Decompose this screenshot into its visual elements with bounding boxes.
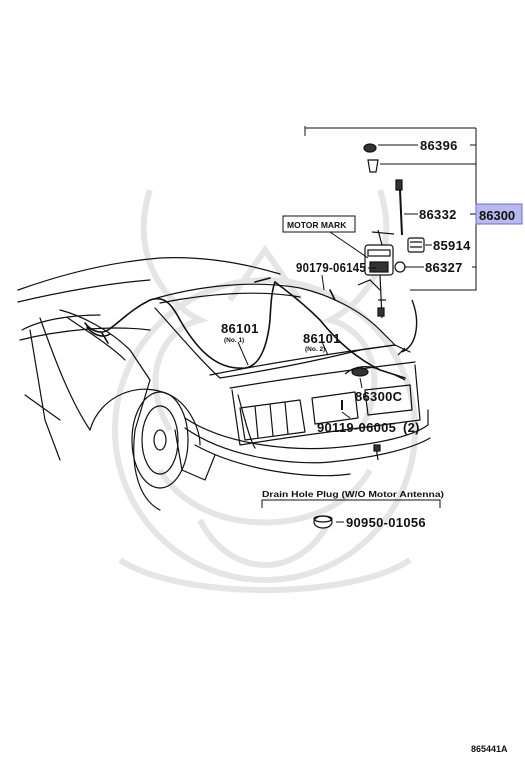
part-number-86332[interactable]: 86332 (419, 207, 457, 222)
part-number-86101-no1[interactable]: 86101 (221, 321, 259, 336)
part-number-86101-no2[interactable]: 86101 (303, 331, 341, 346)
motor-mark-caption: MOTOR MARK (287, 220, 347, 230)
watermark-emblem (112, 189, 418, 593)
part-number-85914[interactable]: 85914 (433, 238, 471, 253)
part-number-86327[interactable]: 86327 (425, 260, 463, 275)
drain-plug (313, 444, 381, 529)
part-number-86300[interactable]: 86300 (479, 208, 515, 223)
part-90119-qty: (2) (403, 420, 420, 435)
part-number-90119[interactable]: 90119-06005 (317, 420, 396, 435)
connector-86300c (341, 366, 406, 410)
drain-plug-caption: Drain Hole Plug (W/O Motor Antenna) (262, 489, 444, 499)
leader-lines (237, 126, 477, 523)
part-number-86300c[interactable]: 86300C (355, 389, 403, 404)
part-number-90179[interactable]: 90179-06145 (296, 260, 366, 275)
diagram-id: 865441A (471, 744, 508, 754)
part-number-90950[interactable]: 90950-01056 (346, 515, 426, 530)
antenna-cable (84, 277, 406, 379)
motor-mark-box (282, 215, 356, 233)
part-86101-no2-sub: (No. 2) (305, 346, 325, 353)
part-86101-no1-sub: (No. 1) (224, 337, 244, 344)
part-86300-highlight[interactable] (475, 203, 523, 225)
car-body (17, 257, 431, 511)
part-number-86396[interactable]: 86396 (420, 138, 458, 153)
